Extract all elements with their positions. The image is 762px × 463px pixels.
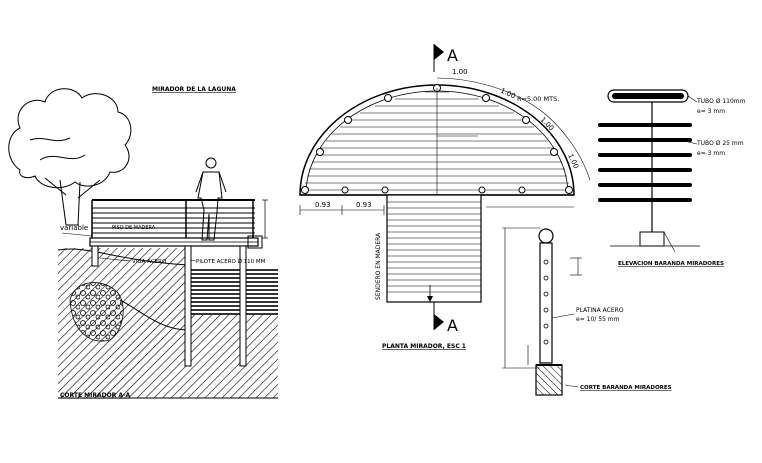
platina-label: PLATINA ACERO <box>576 307 624 314</box>
arc-dimensions <box>436 77 591 181</box>
section-marker-top: A <box>433 44 458 72</box>
walkway <box>386 194 482 303</box>
elevation-title: ELEVACION BARANDA MIRADORES <box>618 261 724 267</box>
svg-text:A: A <box>447 46 458 65</box>
floor-label: PISO DE MADERA <box>112 225 156 231</box>
platina-dimension: e= 10/ 55 mm <box>576 316 620 323</box>
railing-detail <box>502 227 582 396</box>
beam-label: VIGA ACERO <box>132 259 167 265</box>
railing <box>91 199 255 238</box>
section-marker-bottom: A <box>433 300 458 335</box>
beam-end <box>247 235 263 249</box>
plan-view: A A <box>299 44 591 350</box>
dim-left-2: 0.93 <box>356 201 372 209</box>
variable-label: variable <box>60 224 88 232</box>
section-top-title: MIRADOR DE LA LAGUNA <box>152 86 236 93</box>
svg-text:A: A <box>447 316 458 335</box>
plan-title: PLANTA MIRADOR, ESC 1 <box>382 343 466 350</box>
pile-mid <box>184 245 192 367</box>
stone-fill <box>69 282 124 342</box>
pile-right <box>239 245 247 367</box>
pile-label: PILOTE ACERO Ø 110 MM <box>196 258 266 265</box>
walkway-label: SENDERO EN MADERA <box>375 232 382 300</box>
dim-left-1: 0.93 <box>315 201 331 209</box>
tube-top-label: TUBO Ø 110mm <box>696 98 746 105</box>
ground-right-hatch <box>188 315 278 398</box>
tube-top-thickness: e= 3 mm <box>697 108 725 115</box>
person-figure-icon <box>195 157 227 241</box>
tube-mid-label: TUBO Ø 25 mm <box>696 140 744 147</box>
pile-left <box>91 245 99 267</box>
tree-icon <box>8 88 132 226</box>
detail-title: CORTE BARANDA MIRADORES <box>580 385 672 391</box>
section-view: MIRADOR DE LA LAGUNA <box>8 86 278 399</box>
circular-deck <box>299 84 575 196</box>
railing-elevation <box>598 89 700 253</box>
arc-dim-1: 1.00 <box>452 68 468 76</box>
water-lagoon <box>188 268 278 316</box>
radius-label: R=5.00 MTS. <box>517 95 559 103</box>
tube-mid-thickness: e= 3 mm <box>697 150 725 157</box>
section-bottom-title: CORTE MIRADOR A-A <box>60 392 131 399</box>
